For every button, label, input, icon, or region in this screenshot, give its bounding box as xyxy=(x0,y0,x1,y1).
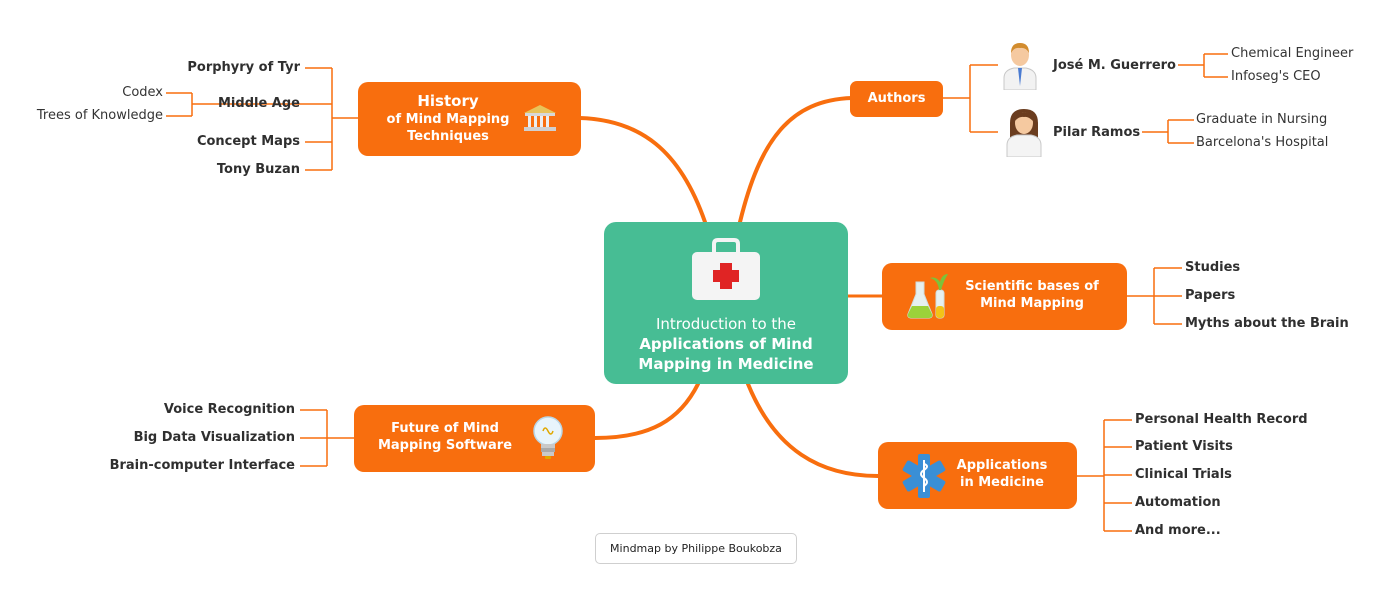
scientific-line-2: Mind Mapping xyxy=(980,296,1084,311)
future-line-2: Mapping Software xyxy=(377,438,513,453)
applications-child-3[interactable]: Clinical Trials xyxy=(1135,467,1232,482)
future-child-3[interactable]: Brain-computer Interface xyxy=(109,458,295,473)
history-child-4[interactable]: Tony Buzan xyxy=(216,162,300,177)
history-child-2[interactable]: Middle Age xyxy=(218,96,300,111)
male-doctor-icon xyxy=(1003,43,1037,90)
authors-node[interactable]: Authors xyxy=(850,81,943,117)
future-child-1[interactable]: Voice Recognition xyxy=(163,402,295,417)
branch-applications xyxy=(746,382,880,478)
scientific-child-1[interactable]: Studies xyxy=(1185,260,1241,275)
author-1-detail-2[interactable]: Infoseg's CEO xyxy=(1231,69,1321,84)
authors-title: Authors xyxy=(867,91,926,106)
applications-child-4[interactable]: Automation xyxy=(1135,495,1221,510)
middle-age-child-2[interactable]: Trees of Knowledge xyxy=(36,108,163,123)
female-nurse-icon xyxy=(1006,109,1042,157)
history-title: History xyxy=(417,92,479,110)
author-2-detail-1[interactable]: Graduate in Nursing xyxy=(1196,112,1328,127)
scientific-node[interactable]: Scientific bases of Mind Mapping xyxy=(882,263,1127,330)
history-child-3[interactable]: Concept Maps xyxy=(196,134,300,149)
applications-line-2: in Medicine xyxy=(960,475,1044,490)
branch-future xyxy=(593,382,700,440)
applications-line-1: Applications xyxy=(956,458,1048,473)
middle-age-child-1[interactable]: Codex xyxy=(122,85,163,100)
future-child-2[interactable]: Big Data Visualization xyxy=(133,430,295,445)
applications-node[interactable]: Applications in Medicine xyxy=(878,442,1077,509)
applications-child-1[interactable]: Personal Health Record xyxy=(1135,412,1308,427)
credit-label: Mindmap by Philippe Boukobza xyxy=(595,533,797,564)
central-line-1: Introduction to the xyxy=(655,315,797,333)
lab-flasks-icon xyxy=(907,274,948,319)
star-of-life-icon xyxy=(902,454,946,498)
history-child-1[interactable]: Porphyry of Tyr xyxy=(187,60,300,75)
future-node[interactable]: Future of Mind Mapping Software xyxy=(354,405,595,472)
history-subtitle-2: Techniques xyxy=(407,129,489,144)
scientific-line-1: Scientific bases of xyxy=(965,279,1099,294)
applications-child-5[interactable]: And more... xyxy=(1135,523,1221,538)
history-subtitle-1: of Mind Mapping xyxy=(386,112,510,127)
author-1-name[interactable]: José M. Guerrero xyxy=(1053,58,1176,73)
author-2-name[interactable]: Pilar Ramos xyxy=(1053,125,1141,140)
first-aid-kit-icon xyxy=(692,238,760,300)
museum-icon xyxy=(524,105,556,131)
history-node[interactable]: History of Mind Mapping Techniques xyxy=(358,82,581,156)
lightbulb-icon xyxy=(533,416,563,459)
scientific-child-3[interactable]: Myths about the Brain xyxy=(1185,316,1349,331)
central-line-2: Applications of Mind xyxy=(639,335,813,353)
scientific-child-2[interactable]: Papers xyxy=(1185,288,1236,303)
author-2-detail-2[interactable]: Barcelona's Hospital xyxy=(1196,135,1329,150)
branch-authors xyxy=(738,96,854,224)
branch-history xyxy=(578,116,707,224)
author-1-detail-1[interactable]: Chemical Engineer xyxy=(1231,46,1354,61)
central-line-3: Mapping in Medicine xyxy=(638,355,814,373)
central-topic[interactable]: Introduction to the Applications of Mind… xyxy=(604,222,848,384)
future-line-1: Future of Mind xyxy=(391,421,499,436)
applications-child-2[interactable]: Patient Visits xyxy=(1135,439,1233,454)
